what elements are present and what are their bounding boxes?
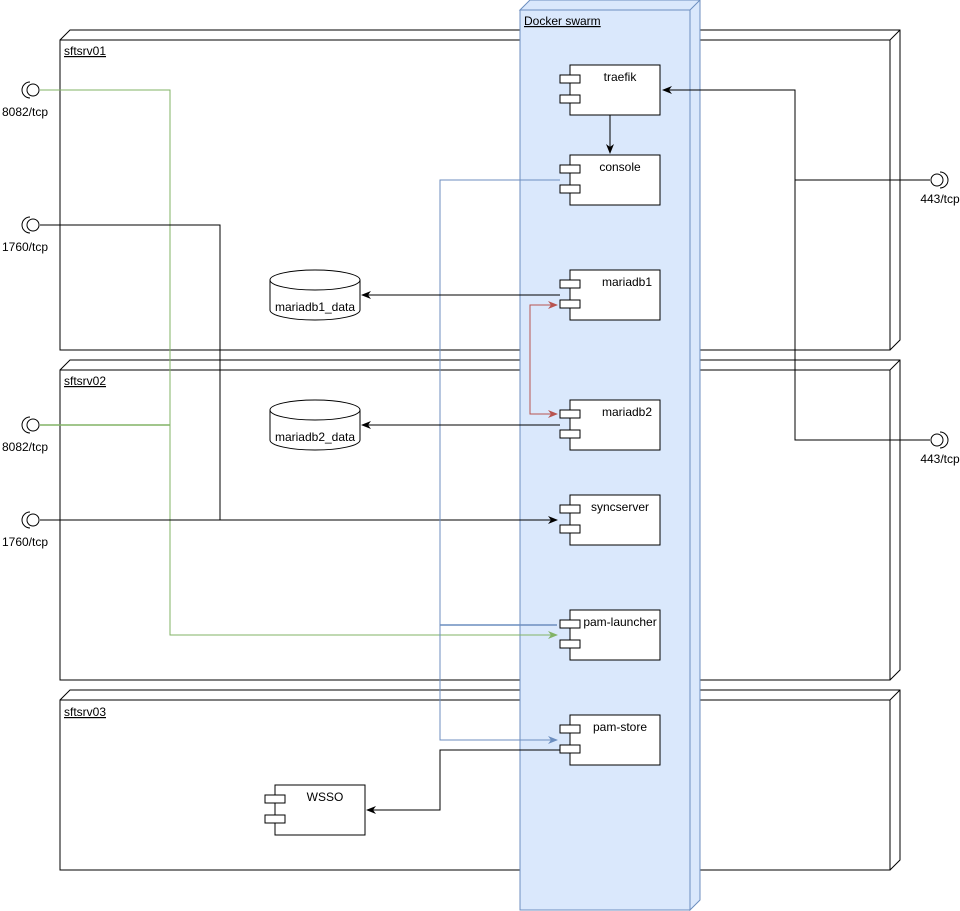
node-label-sftsrv02: sftsrv02: [64, 374, 106, 388]
component-mariadb1[interactable]: mariadb1: [559, 269, 661, 321]
component-mariadb2[interactable]: mariadb2: [559, 399, 661, 451]
component-label: mariadb2: [602, 405, 652, 419]
edge-443-to-traefik: [662, 86, 930, 441]
edge-8082-to-pam-launcher: [40, 89, 558, 639]
port-443-sftsrv02[interactable]: 443/tcp: [920, 431, 960, 466]
component-label: mariadb1: [602, 275, 652, 289]
port-label: 1760/tcp: [2, 535, 48, 549]
node-label-sftsrv01: sftsrv01: [64, 44, 106, 58]
port-label: 8082/tcp: [2, 440, 48, 454]
node-sftsrv03[interactable]: sftsrv03: [59, 689, 901, 871]
volume-label: mariadb2_data: [275, 430, 355, 444]
port-label: 1760/tcp: [2, 240, 48, 254]
volume-label: mariadb1_data: [275, 300, 355, 314]
component-wsso[interactable]: WSSO: [264, 784, 366, 836]
volume-mariadb2-data[interactable]: mariadb2_data: [269, 399, 361, 451]
volume-mariadb1-data[interactable]: mariadb1_data: [269, 269, 361, 321]
edge-pam-store-to-wsso: [366, 749, 560, 814]
node-label-docker-swarm: Docker swarm: [524, 14, 601, 28]
port-8082-sftsrv02[interactable]: 8082/tcp: [2, 416, 48, 454]
component-label: console: [599, 160, 641, 174]
component-label: syncserver: [591, 500, 649, 514]
port-8082-sftsrv01[interactable]: 8082/tcp: [2, 81, 48, 119]
node-sftsrv01[interactable]: sftsrv01: [59, 29, 901, 351]
component-label: pam-launcher: [583, 615, 656, 629]
port-443-sftsrv01[interactable]: 443/tcp: [920, 171, 960, 206]
port-label: 8082/tcp: [2, 105, 48, 119]
port-label: 443/tcp: [920, 452, 960, 466]
component-pam-launcher[interactable]: pam-launcher: [559, 609, 661, 661]
component-syncserver[interactable]: syncserver: [559, 494, 661, 546]
component-label: traefik: [604, 70, 638, 84]
component-traefik[interactable]: traefik: [559, 64, 661, 116]
node-label-sftsrv03: sftsrv03: [64, 705, 106, 719]
component-console[interactable]: console: [559, 154, 661, 206]
port-1760-sftsrv01[interactable]: 1760/tcp: [2, 216, 48, 254]
edge-1760-to-syncserver: [40, 224, 558, 524]
component-label: WSSO: [307, 790, 344, 804]
component-pam-store[interactable]: pam-store: [559, 714, 661, 766]
component-label: pam-store: [593, 720, 647, 734]
edge-console-to-pam: [439, 179, 560, 744]
port-label: 443/tcp: [920, 192, 960, 206]
port-1760-sftsrv02[interactable]: 1760/tcp: [2, 511, 48, 549]
edge-mariadb-replication: [529, 301, 558, 418]
